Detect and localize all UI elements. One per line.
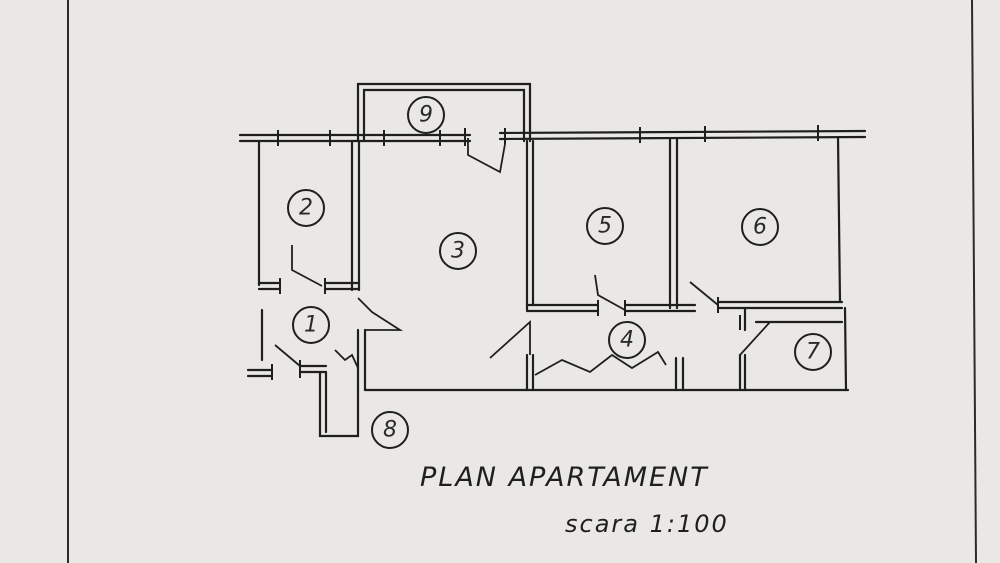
room-label-1: 1 [304, 313, 318, 338]
plan-title: PLAN APARTAMENT [420, 462, 709, 493]
room-label-7: 7 [806, 340, 820, 365]
room-circles [287, 96, 832, 449]
door-swings [274, 138, 771, 376]
room-label-2: 2 [299, 196, 313, 221]
room-label-3: 3 [451, 239, 465, 264]
room-label-9: 9 [419, 103, 433, 128]
plan-scale: scara 1:100 [565, 510, 729, 538]
room-label-4: 4 [620, 328, 634, 353]
sheet-border [67, 0, 977, 563]
room-label-6: 6 [753, 215, 767, 240]
room-label-5: 5 [598, 214, 612, 239]
walls [238, 82, 867, 438]
wall-ticks [271, 125, 819, 380]
room-label-8: 8 [383, 418, 397, 443]
